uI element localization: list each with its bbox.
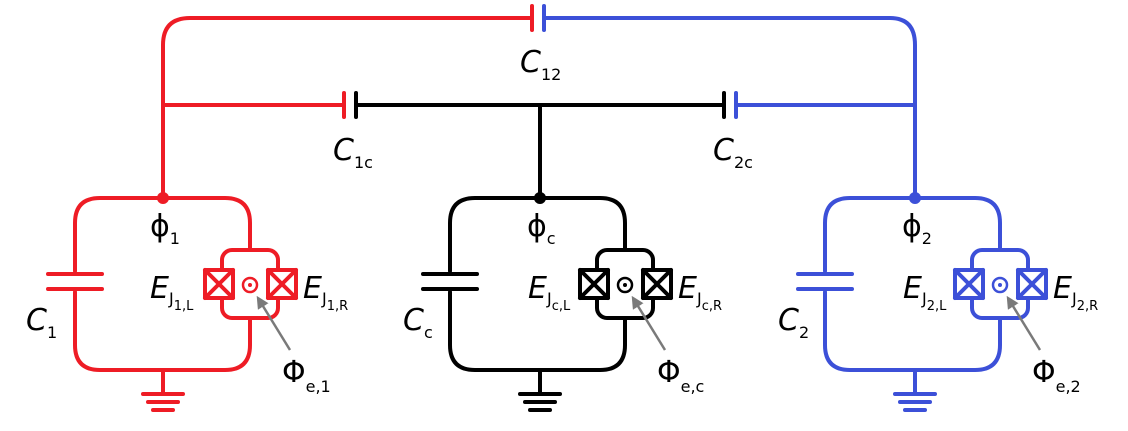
c12-wire-right — [544, 16, 917, 194]
label-c12: C12 — [520, 45, 561, 84]
label-flux-2: Φe,2 — [1032, 355, 1081, 396]
label-c1c: C1c — [333, 133, 373, 172]
qubit-1-circuit — [46, 4, 534, 412]
junction-c-left — [578, 268, 610, 300]
junction-1-right — [266, 268, 298, 300]
node-phi-1 — [157, 192, 169, 204]
label-cc: Cc — [403, 303, 433, 342]
label-ej-1-left: EJ1,L — [150, 271, 194, 314]
flux-arrow-c — [631, 295, 667, 351]
node-phi-2 — [909, 192, 921, 204]
coupler-circuit — [354, 91, 726, 412]
label-phi-1: ϕ1 — [150, 209, 180, 248]
junction-c-right — [641, 268, 673, 300]
c12-wire-left — [161, 16, 532, 194]
node-phi-c — [534, 192, 546, 204]
qubit-2-circuit — [542, 4, 1048, 412]
label-ej-2-right: EJ2,R — [1053, 271, 1098, 314]
label-flux-c: Φe,c — [657, 355, 704, 396]
label-ej-c-left: EJc,L — [528, 271, 571, 314]
junction-2-right — [1016, 268, 1048, 300]
label-c2: C2 — [778, 303, 809, 342]
coupler-loop — [448, 196, 627, 372]
label-c1: C1 — [26, 303, 57, 342]
label-flux-1: Φe,1 — [282, 355, 331, 396]
flux-arrow-1 — [256, 295, 292, 351]
label-c2c: C2c — [713, 133, 753, 172]
junction-2-left — [953, 268, 985, 300]
junction-1-left — [203, 268, 235, 300]
label-ej-1-right: EJ1,R — [303, 271, 348, 314]
qubit-2-loop — [823, 196, 1002, 372]
label-phi-c: ϕc — [527, 209, 556, 248]
label-phi-2: ϕ2 — [902, 209, 932, 248]
flux-arrow-2 — [1006, 295, 1042, 351]
label-ej-c-right: EJc,R — [678, 271, 722, 314]
label-ej-2-left: EJ2,L — [903, 271, 947, 314]
